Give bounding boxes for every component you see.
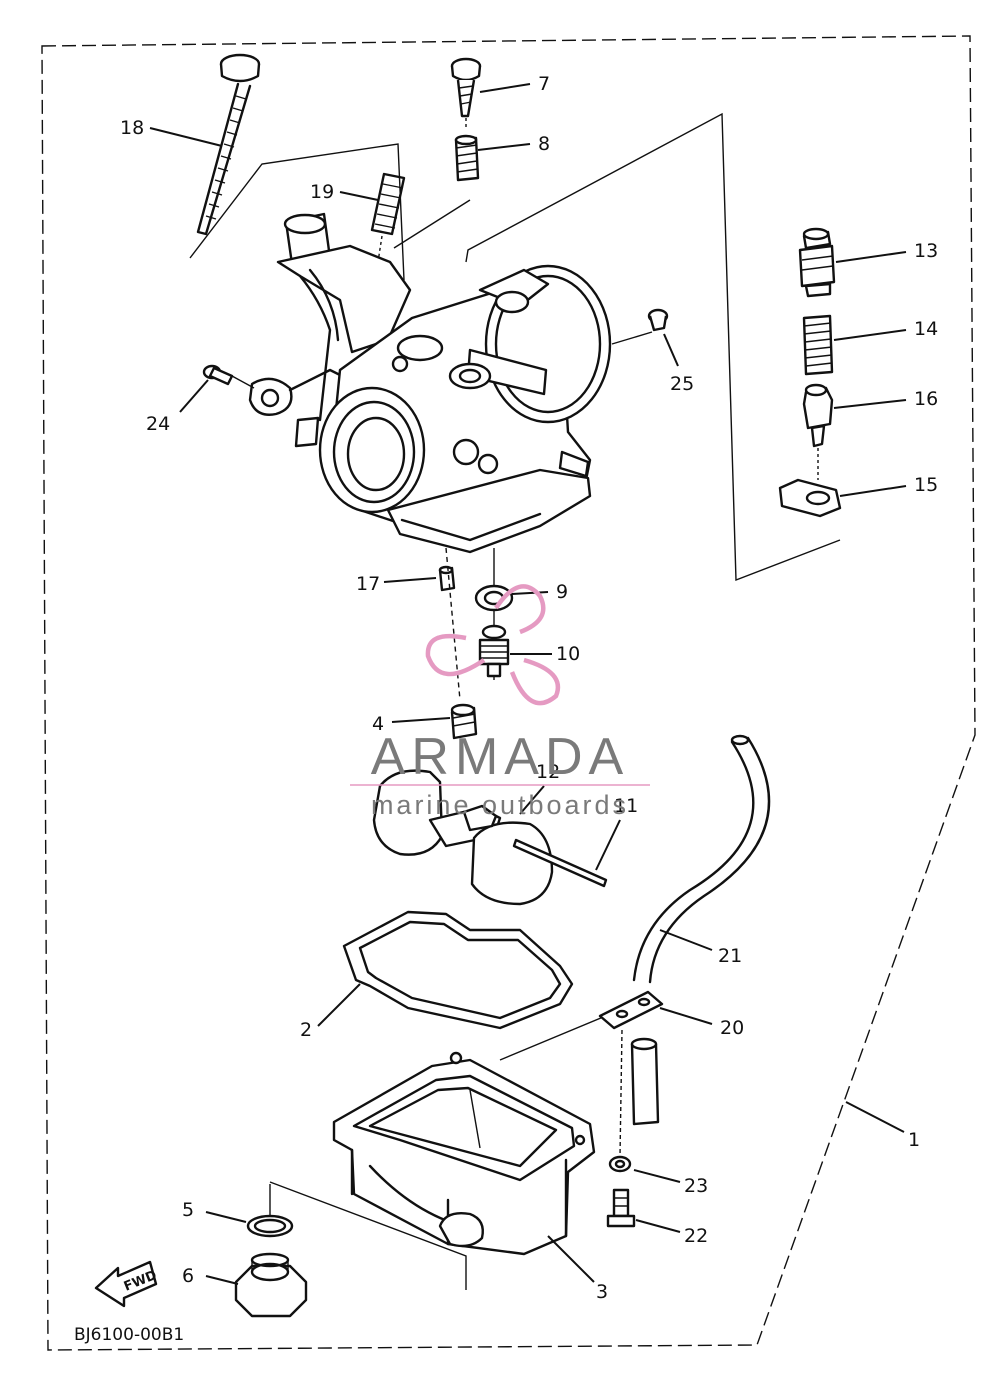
group-bracket-right xyxy=(465,112,841,582)
part-9-washer xyxy=(474,584,514,612)
callout-2: 2 xyxy=(300,1019,312,1041)
callout-19: 19 xyxy=(310,181,334,203)
part-8-spring xyxy=(454,134,480,182)
callout-25: 25 xyxy=(670,373,694,395)
part-code: BJ6100-00B1 xyxy=(74,1325,184,1345)
callout-6: 6 xyxy=(182,1265,194,1287)
part-3-float-bowl xyxy=(332,1009,621,1256)
part-14-spring xyxy=(802,314,834,376)
part-7-screw xyxy=(450,57,482,128)
part-4-jet xyxy=(450,703,478,740)
brand-tagline: marine outboards xyxy=(371,790,629,820)
callout-22: 22 xyxy=(684,1225,708,1247)
carburetor-body xyxy=(248,212,612,554)
part-19-spring xyxy=(370,172,406,263)
brand-name: ARMADA xyxy=(371,728,629,786)
part-13-fitting xyxy=(798,227,836,298)
fwd-arrow-icon: FWD xyxy=(94,1260,159,1308)
callout-12: 12 xyxy=(536,761,560,783)
callout-24: 24 xyxy=(146,413,170,435)
callout-23: 23 xyxy=(684,1175,708,1197)
part-11-pin xyxy=(512,838,608,888)
callout-15: 15 xyxy=(914,474,938,496)
callout-1: 1 xyxy=(908,1129,920,1151)
callout-4: 4 xyxy=(372,713,384,735)
callout-20: 20 xyxy=(720,1017,744,1039)
part-10-valve-seat xyxy=(478,624,510,678)
callout-5: 5 xyxy=(182,1199,194,1221)
part-15-plate xyxy=(778,478,842,518)
part-23-washer xyxy=(608,1155,632,1173)
leader-lines xyxy=(149,83,907,1285)
callout-16: 16 xyxy=(914,388,938,410)
part-25-screw xyxy=(611,308,669,345)
callout-labels: 1 2 3 4 5 6 7 8 9 10 11 12 13 14 15 16 1… xyxy=(120,73,938,1303)
part-20-plate xyxy=(598,990,664,1157)
part-6-drain-plug xyxy=(234,1252,308,1318)
callout-3: 3 xyxy=(596,1281,608,1303)
group-bracket-7-8 xyxy=(393,199,471,249)
group-bracket-18-19 xyxy=(189,143,405,281)
part-5-o-ring xyxy=(246,1214,294,1238)
callout-18: 18 xyxy=(120,117,144,139)
callout-11: 11 xyxy=(614,795,638,817)
part-12-float xyxy=(372,769,554,906)
callout-14: 14 xyxy=(914,318,938,340)
callout-8: 8 xyxy=(538,133,550,155)
part-16-needle xyxy=(802,383,834,480)
armada-watermark: ARMADA marine outboards xyxy=(350,584,650,820)
assembly-boundary xyxy=(41,35,976,1351)
propeller-logo-icon xyxy=(425,584,560,706)
callout-10: 10 xyxy=(556,643,580,665)
callout-17: 17 xyxy=(356,573,380,595)
part-21-tube xyxy=(632,734,771,984)
part-2-gasket xyxy=(342,910,574,1030)
callout-7: 7 xyxy=(538,73,550,95)
callout-13: 13 xyxy=(914,240,938,262)
callout-21: 21 xyxy=(718,945,742,967)
part-18-long-screw xyxy=(196,53,261,236)
callout-9: 9 xyxy=(556,581,568,603)
part-24-screw xyxy=(202,364,255,389)
part-17-pin xyxy=(438,565,456,592)
group-bracket-5-6 xyxy=(269,1181,467,1290)
part-22-screw xyxy=(606,1188,636,1228)
